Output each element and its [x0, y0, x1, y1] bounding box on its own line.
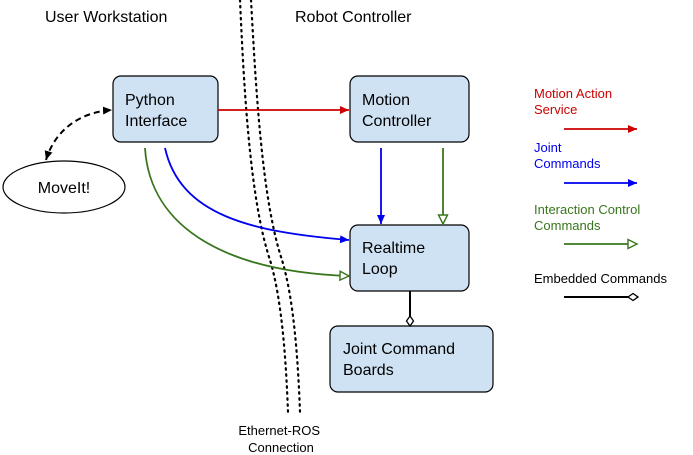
joint-command-boards-box	[329, 325, 494, 393]
python-interface-box	[112, 75, 219, 143]
python-interface-label: Python Interface	[125, 92, 187, 130]
moveit-link-edge	[44, 106, 113, 161]
legend: Motion Action Service Joint Commands Int…	[534, 86, 667, 297]
moveit-ellipse	[2, 160, 126, 214]
legend-embedded-commands-label: Embedded Commands	[534, 271, 667, 286]
network-divider-right	[249, 0, 302, 414]
python-interaction-control-edge	[144, 147, 351, 282]
robot-controller-header: Robot Controller	[295, 9, 412, 26]
legend-joint-commands-label: Joint Commands	[534, 140, 601, 171]
joint-command-boards-label: Joint Command Boards	[343, 341, 460, 379]
realtime-loop-label: Realtime Loop	[362, 240, 430, 278]
moveit-label: MoveIt!	[38, 180, 90, 197]
realtime-loop-node: Realtime Loop	[349, 224, 470, 292]
moveit-node: MoveIt!	[2, 160, 126, 214]
python-interface-node: Python Interface	[112, 75, 219, 143]
user-workstation-header: User Workstation	[45, 9, 167, 26]
network-divider-left	[238, 0, 290, 414]
python-joint-commands-edge	[164, 147, 350, 244]
network-label: Ethernet-ROS Connection	[238, 423, 323, 455]
legend-motion-action-label: Motion Action Service	[534, 86, 616, 117]
legend-interaction-control-label: Interaction Control Commands	[534, 202, 644, 233]
motion-controller-label: Motion Controller	[362, 92, 432, 130]
motion-controller-node: Motion Controller	[349, 75, 470, 143]
joint-command-boards-node: Joint Command Boards	[329, 325, 494, 393]
realtime-loop-box	[349, 224, 470, 292]
motion-controller-box	[349, 75, 470, 143]
